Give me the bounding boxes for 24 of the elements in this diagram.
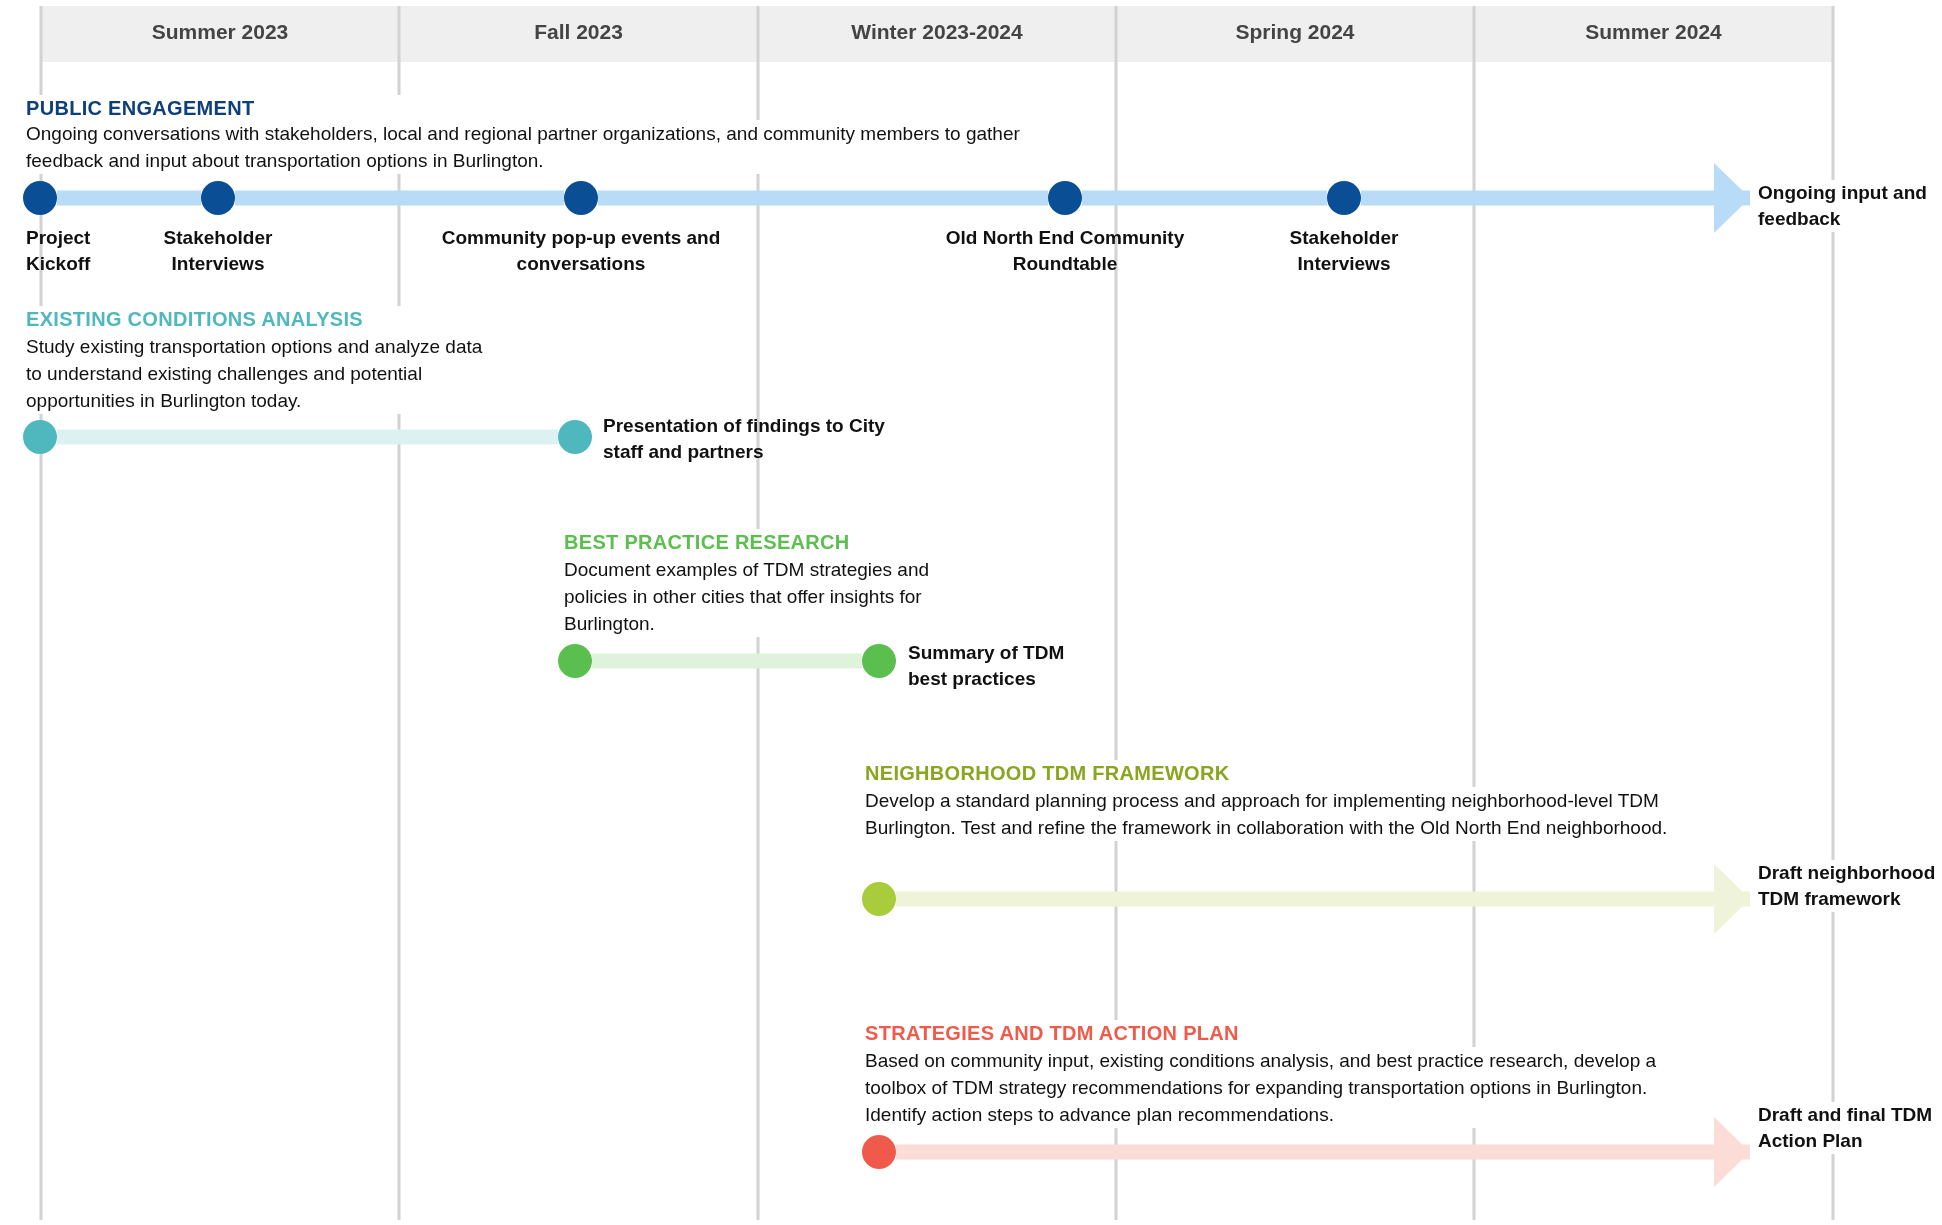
milestone-dot [862, 1135, 896, 1169]
milestone-dot [862, 644, 896, 678]
milestone-label: Stakeholder Interviews [1288, 226, 1400, 276]
milestone-dot [1327, 181, 1361, 215]
milestone-dot [23, 181, 57, 215]
milestone-dot [558, 644, 592, 678]
endpoint-label: Draft neighborhood TDM framework [1758, 860, 1938, 912]
season-header: Summer 2023 [150, 19, 290, 45]
milestone-dot [1048, 181, 1082, 215]
milestone-label: Project Kickoff [26, 226, 92, 276]
milestone-dot [862, 882, 896, 916]
milestone-dot [23, 420, 57, 454]
milestone-dot [201, 181, 235, 215]
milestone-dot [558, 420, 592, 454]
milestone-label: Presentation of findings to City staff and partners [603, 414, 886, 464]
milestone-label: Community pop-up events and conversations [440, 226, 722, 276]
milestone-dot [564, 181, 598, 215]
season-header: Winter 2023-2024 [850, 19, 1024, 45]
milestone-label: Summary of TDM best practices [908, 641, 1066, 691]
season-header: Summer 2024 [1584, 19, 1723, 45]
milestone-label: Stakeholder Interviews [162, 226, 274, 276]
season-header: Spring 2024 [1234, 19, 1356, 45]
season-header: Fall 2023 [533, 19, 624, 45]
milestone-label: Old North End Community Roundtable [944, 226, 1186, 276]
